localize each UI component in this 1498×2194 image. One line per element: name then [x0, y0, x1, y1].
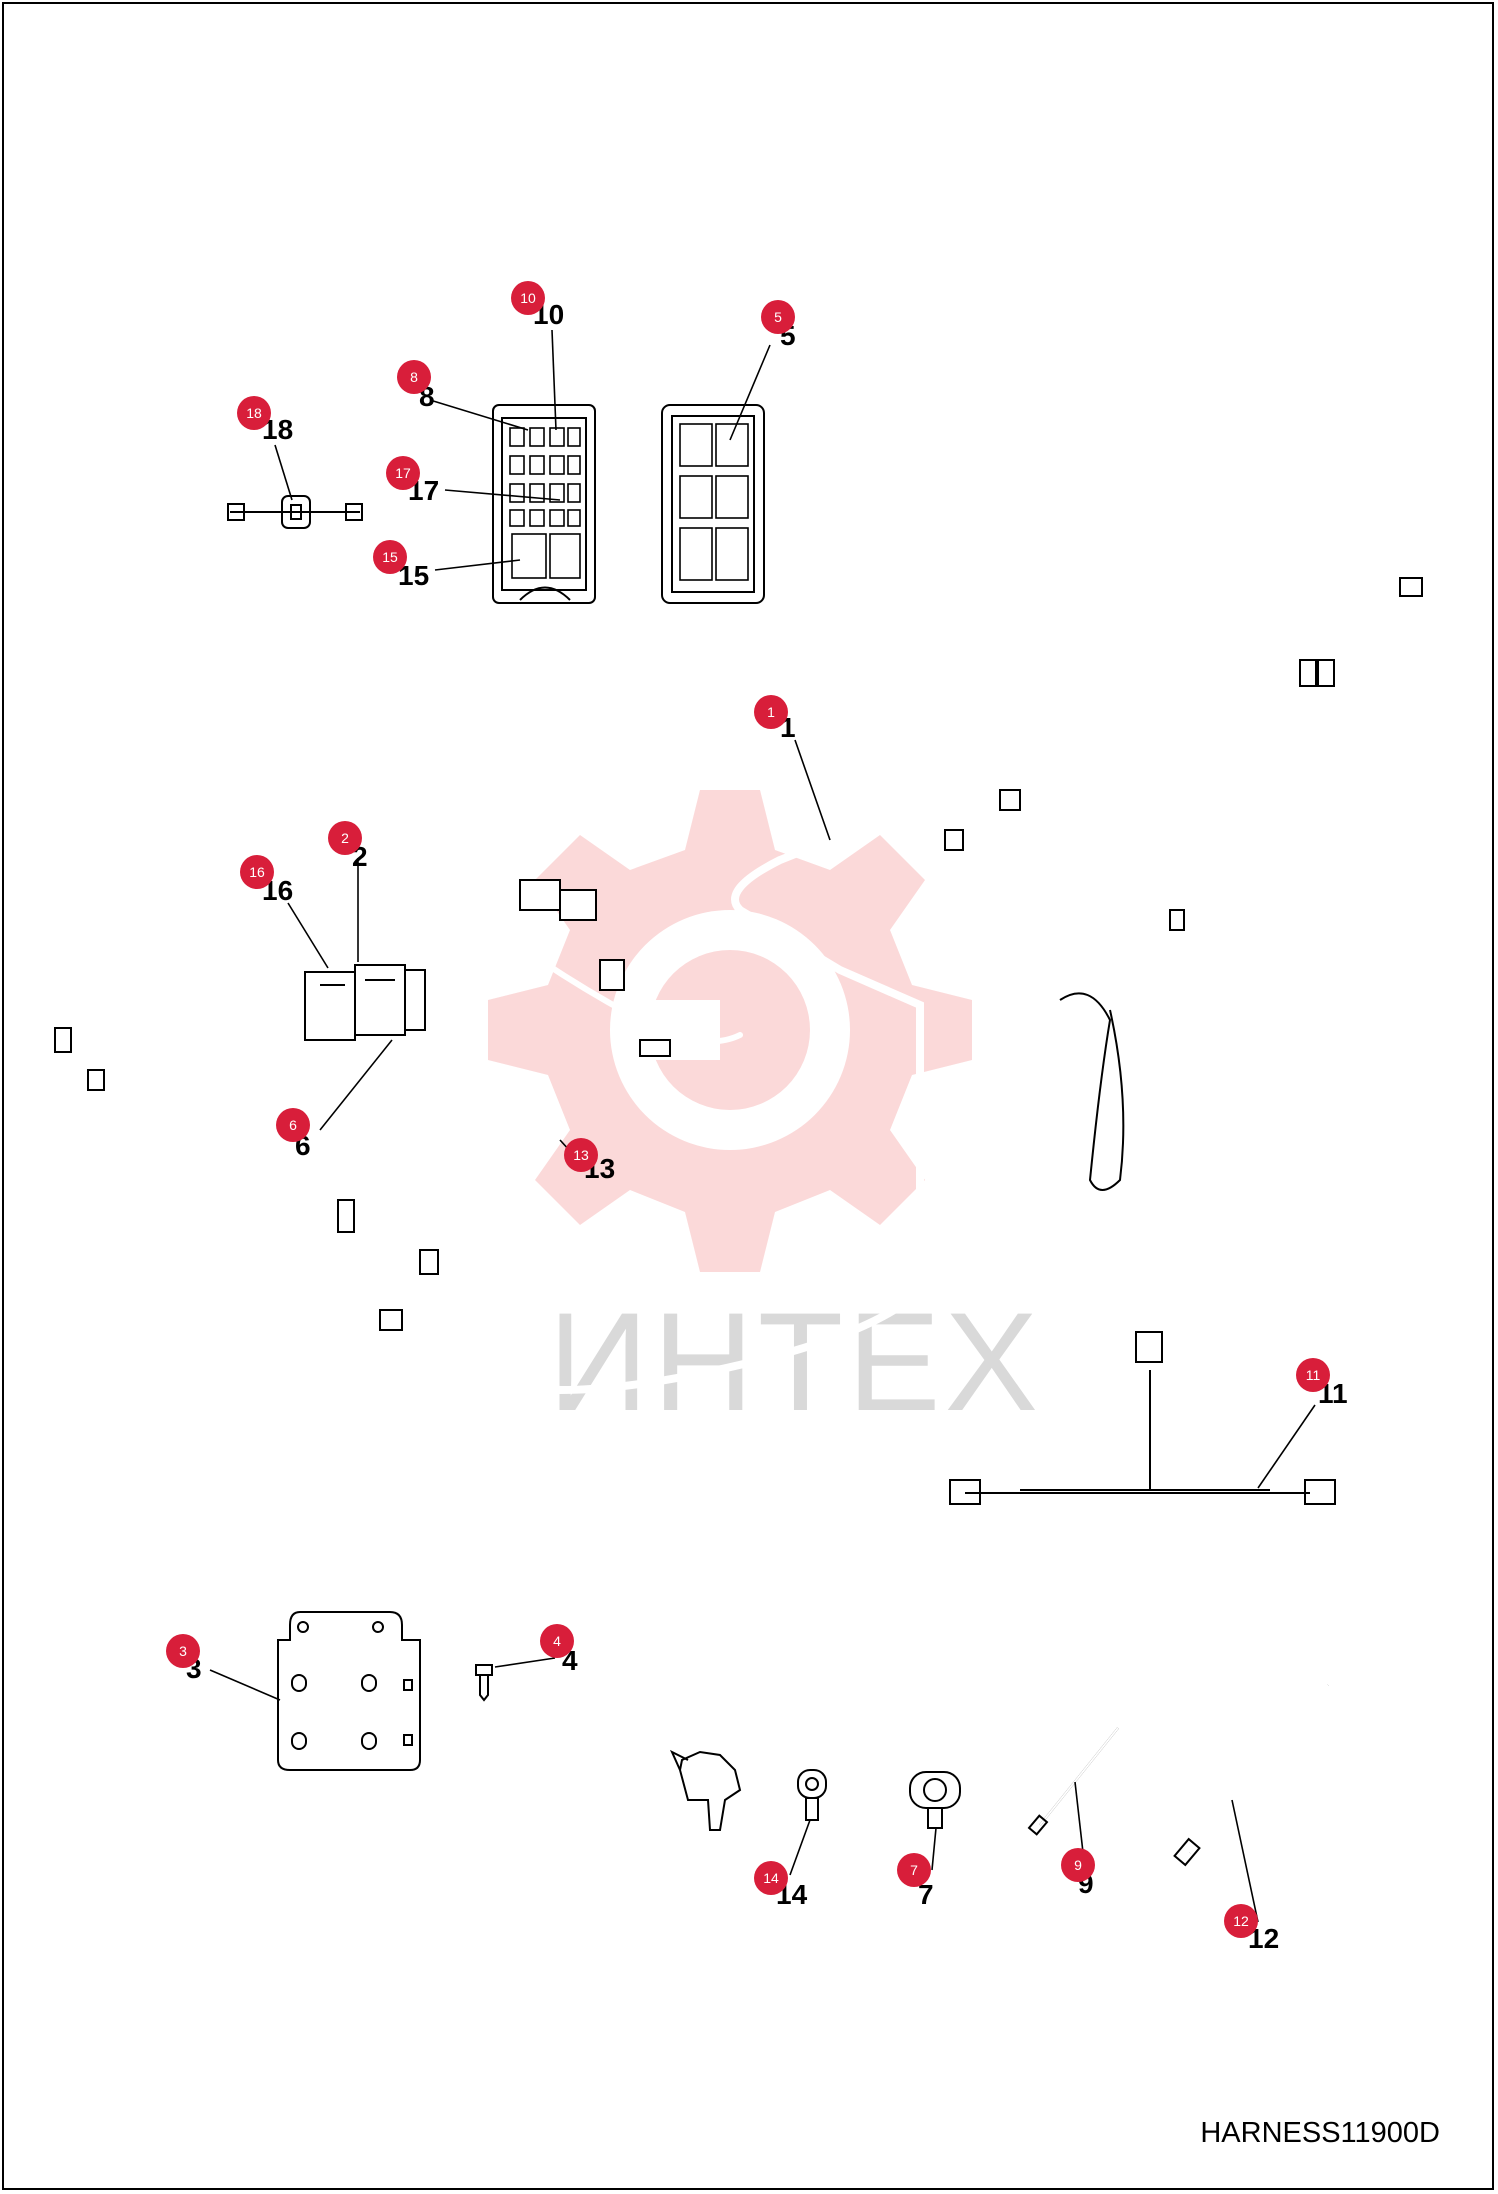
fuse-relay-box	[492, 404, 596, 604]
svg-text:2: 2	[341, 830, 349, 846]
svg-text:12: 12	[1233, 1913, 1249, 1929]
part-4-screw	[475, 1664, 493, 1702]
part-5-box-cover	[661, 404, 765, 604]
callout-17[interactable]: 17	[386, 456, 420, 490]
callout-7[interactable]: 7	[897, 1853, 931, 1887]
svg-text:9: 9	[1074, 1857, 1082, 1873]
svg-text:1: 1	[767, 704, 775, 720]
callout-bubbles: 18 8 10 17 15 5 1 16 2 6 13 11 3 4 14 7 …	[166, 281, 1330, 1938]
svg-text:5: 5	[774, 309, 782, 325]
svg-text:16: 16	[249, 864, 265, 880]
callout-14[interactable]: 14	[754, 1861, 788, 1895]
svg-text:17: 17	[395, 465, 411, 481]
part-9-cable-tie	[1027, 1727, 1119, 1836]
drawing-id-label: HARNESS11900D	[1200, 2117, 1440, 2149]
callout-13[interactable]: 13	[564, 1138, 598, 1172]
part-clip-bracket	[669, 1749, 742, 1831]
leader-lines	[209, 329, 1316, 1923]
part-16-relay-module	[304, 964, 426, 1041]
callout-9[interactable]: 9	[1061, 1848, 1095, 1882]
svg-text:7: 7	[910, 1862, 918, 1878]
callout-3[interactable]: 3	[166, 1634, 200, 1668]
svg-text:8: 8	[410, 369, 418, 385]
svg-text:11: 11	[1306, 1367, 1321, 1383]
callout-1[interactable]: 1	[754, 695, 788, 729]
callout-4[interactable]: 4	[540, 1624, 574, 1658]
callout-10[interactable]: 10	[511, 281, 545, 315]
svg-text:4: 4	[553, 1633, 561, 1649]
watermark-text: ИНТЕХ	[548, 1283, 1042, 1440]
part-7-hose-clamp	[909, 1771, 961, 1829]
part-12-cable-tie-large	[1173, 1684, 1330, 1867]
part-11-jumper-harness	[949, 1331, 1336, 1505]
svg-text:15: 15	[382, 549, 398, 565]
callout-8[interactable]: 8	[397, 360, 431, 394]
svg-text:10: 10	[520, 290, 536, 306]
svg-text:13: 13	[573, 1147, 589, 1163]
part-18-inline-connector	[227, 495, 363, 529]
svg-text:18: 18	[246, 405, 262, 421]
part-num-7: 7	[918, 1879, 934, 1910]
part-14-grommet	[797, 1769, 827, 1821]
callout-5[interactable]: 5	[761, 300, 795, 334]
svg-text:3: 3	[179, 1643, 187, 1659]
callout-18[interactable]: 18	[237, 396, 271, 430]
svg-text:6: 6	[289, 1117, 297, 1133]
watermark-gear-logo	[488, 790, 972, 1272]
callout-11[interactable]: 11	[1296, 1358, 1330, 1392]
callout-15[interactable]: 15	[373, 540, 407, 574]
part-1-main-harness	[54, 577, 1423, 1395]
callout-16[interactable]: 16	[240, 855, 274, 889]
callout-6[interactable]: 6	[276, 1108, 310, 1142]
svg-text:14: 14	[763, 1870, 779, 1886]
callout-12[interactable]: 12	[1224, 1904, 1258, 1938]
part-3-bracket	[277, 1611, 421, 1771]
callout-2[interactable]: 2	[328, 821, 362, 855]
